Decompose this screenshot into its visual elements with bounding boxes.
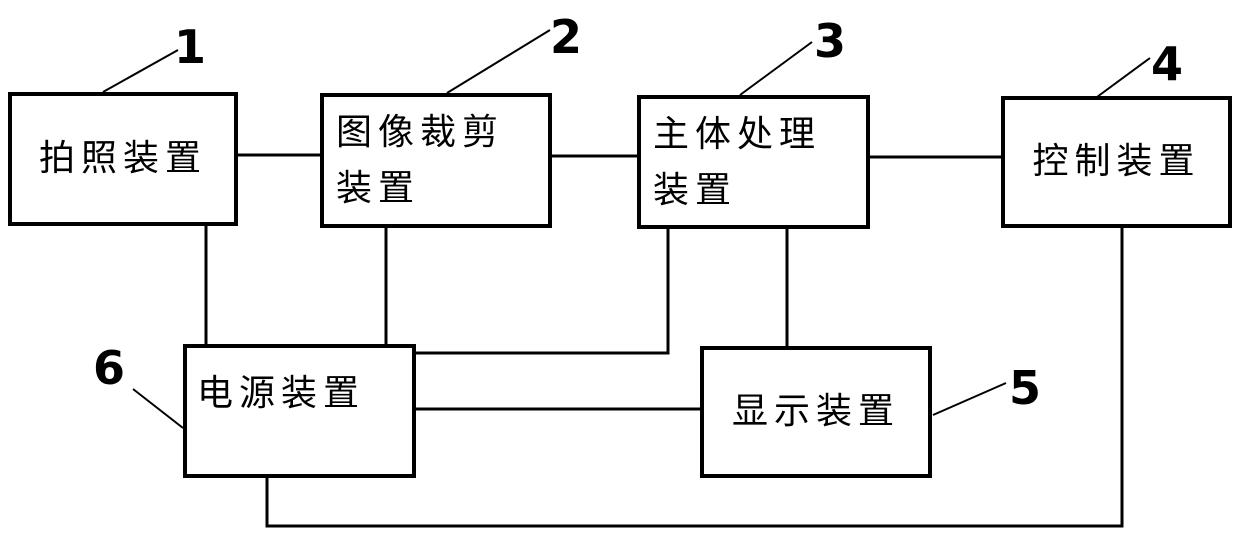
- box-display-device-label: 显示装置: [731, 390, 900, 432]
- box-power-device-label: 电源装置: [197, 373, 366, 414]
- ref-number-2: 2: [549, 10, 583, 64]
- ref-number-6: 6: [92, 341, 126, 395]
- leader-line-1: [102, 49, 179, 93]
- box-control-device: 控制装置: [1001, 96, 1232, 228]
- box-image-crop-device-label-line2: 装置: [336, 167, 421, 209]
- connector-power-control: [265, 228, 1124, 528]
- box-main-processing-device: 主体处理 装置: [637, 95, 870, 229]
- ref-number-1: 1: [173, 20, 207, 74]
- box-image-crop-device: 图像裁剪 装置: [320, 93, 552, 228]
- box-image-crop-device-label-line1: 图像裁剪: [336, 112, 505, 153]
- box-control-device-label: 控制装置: [1032, 140, 1201, 182]
- ref-number-3: 3: [813, 14, 847, 68]
- leader-line-2: [446, 29, 551, 94]
- leader-line-6: [132, 388, 184, 429]
- leader-line-4: [1096, 57, 1151, 98]
- connector-power-processing: [416, 229, 670, 355]
- box-main-processing-device-label-line2: 装置: [653, 169, 738, 211]
- ref-number-4: 4: [1150, 37, 1184, 91]
- box-power-device: 电源装置: [183, 344, 416, 478]
- box-photo-device-label: 拍照装置: [38, 137, 207, 179]
- leader-line-3: [739, 41, 813, 96]
- box-photo-device: 拍照装置: [8, 92, 238, 226]
- box-main-processing-device-label-line1: 主体处理: [653, 114, 822, 155]
- leader-line-5: [932, 382, 1007, 416]
- box-display-device: 显示装置: [700, 346, 932, 478]
- ref-number-5: 5: [1008, 361, 1042, 415]
